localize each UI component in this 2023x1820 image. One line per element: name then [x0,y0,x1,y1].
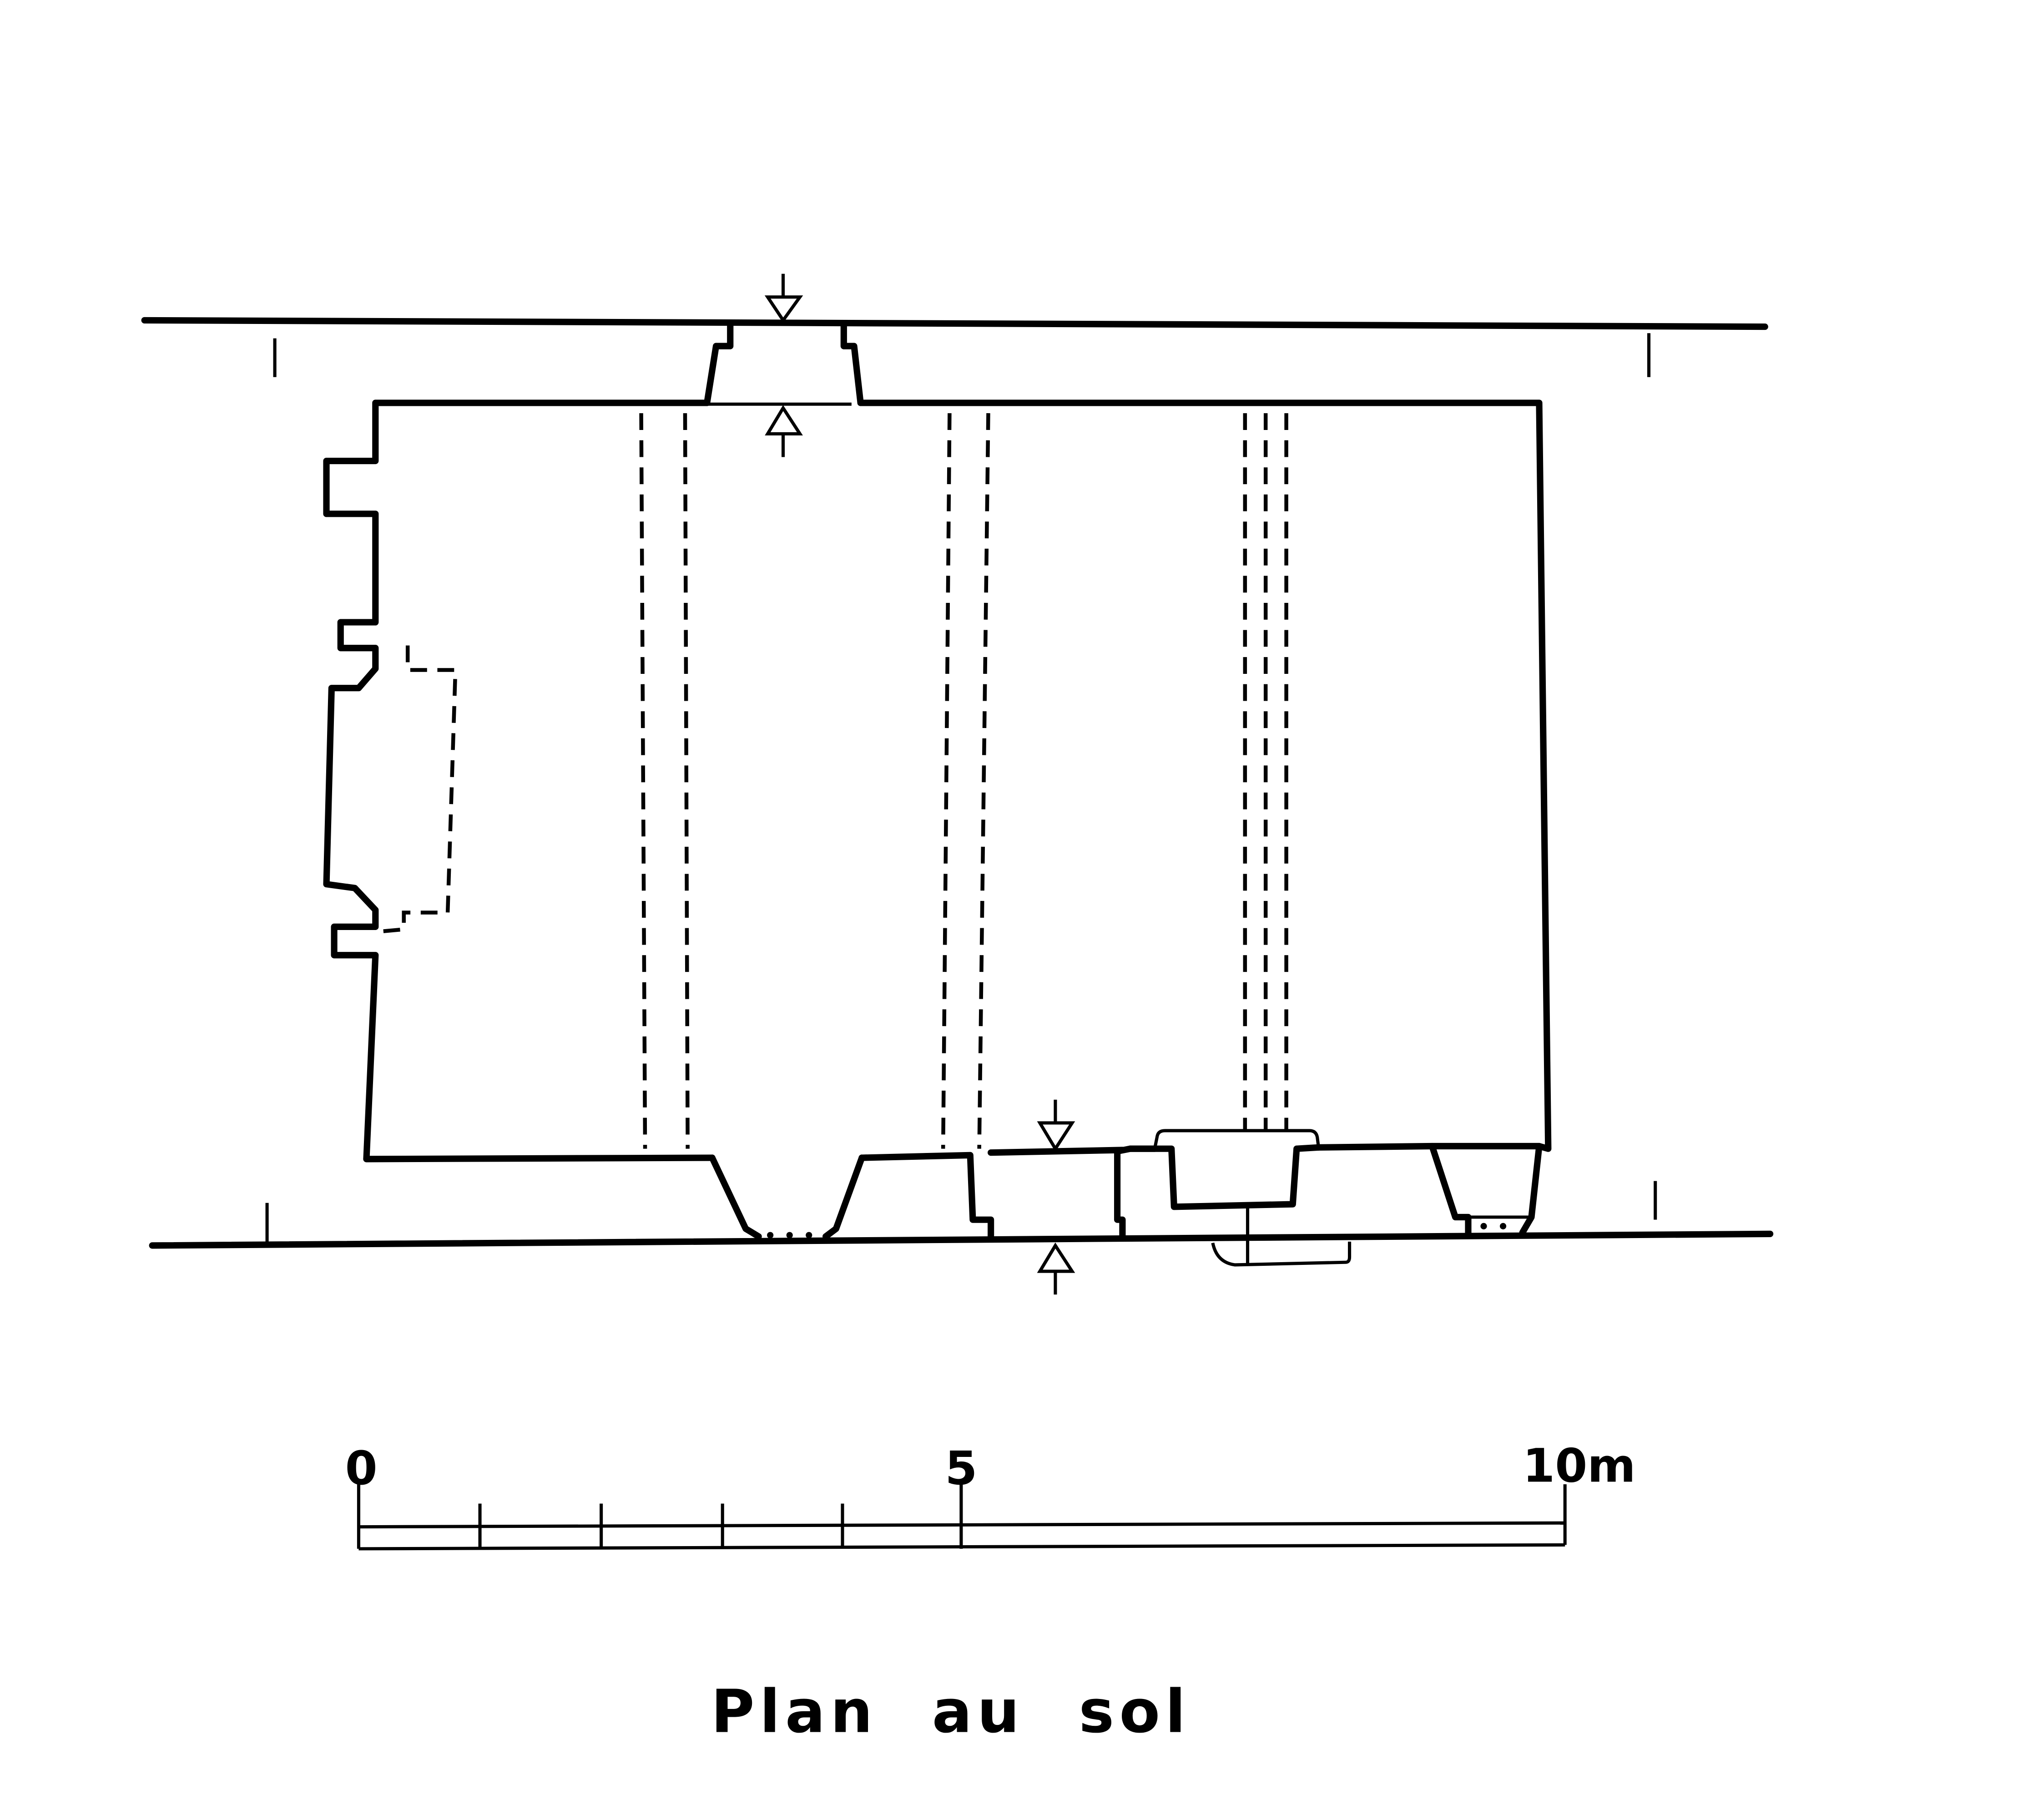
niche [1127,1144,1322,1210]
alignment-ticks [265,333,1657,1242]
top-entrance [704,322,864,406]
niche-top-bump [1153,1129,1321,1149]
plan-title: Plan au sol [711,1677,1191,1746]
building-outline [323,399,1552,1243]
basin [1211,1241,1352,1267]
scale-label-5: 5 [945,1441,977,1496]
dots-left [767,1232,812,1239]
top-street-line [141,317,1768,330]
section-arrow-bottom-lower [1037,1242,1075,1295]
scale-label-0: 0 [345,1441,378,1496]
bottom-street-line [149,1230,1774,1249]
scale-label-10m: 10m [1523,1439,1635,1493]
section-arrow-bottom-upper [1037,1099,1075,1152]
dashed-beams [639,413,1288,1149]
dots-right [1480,1223,1507,1229]
section-arrow-top-lower [765,405,803,457]
left-dashed-annex [375,645,458,934]
section-arrow-top-upper [764,273,803,324]
bottom-opening-right [1428,1143,1543,1236]
bottom-opening-left [709,1154,865,1240]
scale-bar: 0 5 10m [345,1439,1636,1551]
